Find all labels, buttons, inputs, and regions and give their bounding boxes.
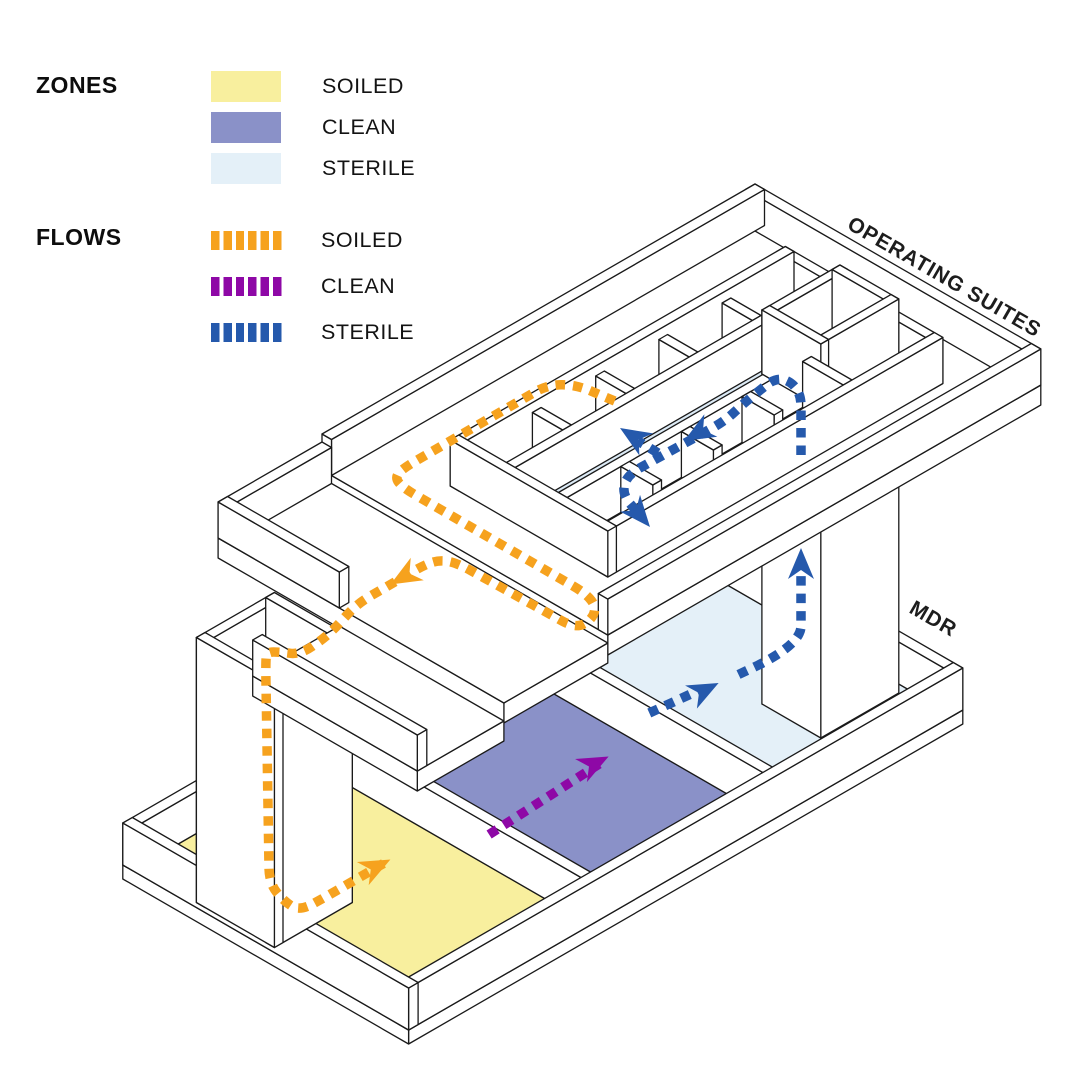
operating-suites-floor [321,183,1042,656]
sterile-flow-shaft-ascent [736,562,806,679]
sterile-flow-arrow-or-se [620,494,650,527]
zone-legend-label: STERILE [322,156,416,180]
soiled-zone-swatch [211,71,281,102]
flow-legend-label: SOILED [321,228,403,252]
sterile-flow-corridor [619,374,806,517]
zone-legend-label: CLEAN [322,115,397,139]
clean-zone-swatch [211,112,281,143]
sterile-flow-upper [619,374,806,527]
sterile-flow-swatch [211,323,282,342]
flows-legend-title: FLOWS [36,224,122,250]
soiled-lift-landing [217,441,609,792]
sterile-flow-arrow-mdr [685,683,719,709]
zone-legend-item-clean: CLEAN [211,112,415,143]
flow-legend-item-soiled: SOILED [211,228,414,253]
soiled-flow-path [261,380,617,913]
soiled-flow [261,380,617,913]
sterile-flow-arrow-or-nw [620,428,654,456]
sterile-flow-lower [647,548,814,718]
clean-flow-path [486,760,602,839]
flow-legend-item-clean: CLEAN [211,274,414,299]
clean-flow-arrow [575,756,609,783]
flow-legend-label: CLEAN [321,274,396,298]
zones-legend-title: ZONES [36,72,118,98]
sterile-flow-branch [635,436,661,458]
zone-legend-item-sterile: STERILE [211,153,415,184]
isometric-geometry [122,183,1042,1045]
soiled-flow-swatch [211,231,282,250]
sterile-flow-arrow-up [788,548,814,579]
sterile-flow-arrow-corridor [684,414,718,441]
clean-flow [486,756,609,839]
zone-legend-label: SOILED [322,74,404,98]
flows-legend: SOILED CLEAN STERILE [211,228,414,366]
soiled-flow-arrow-mdr [356,859,391,886]
clean-flow-swatch [211,277,282,296]
zones-legend: SOILED CLEAN STERILE [211,71,415,194]
soiled-flow-arrow-landing [390,557,424,585]
lower-floor-label: MDR [906,596,961,641]
flow-legend-item-sterile: STERILE [211,320,414,345]
sterile-zone-swatch [211,153,281,184]
flow-legend-label: STERILE [321,320,415,344]
sterile-flow-mdr-run [647,685,702,718]
zone-legend-item-soiled: SOILED [211,71,415,102]
